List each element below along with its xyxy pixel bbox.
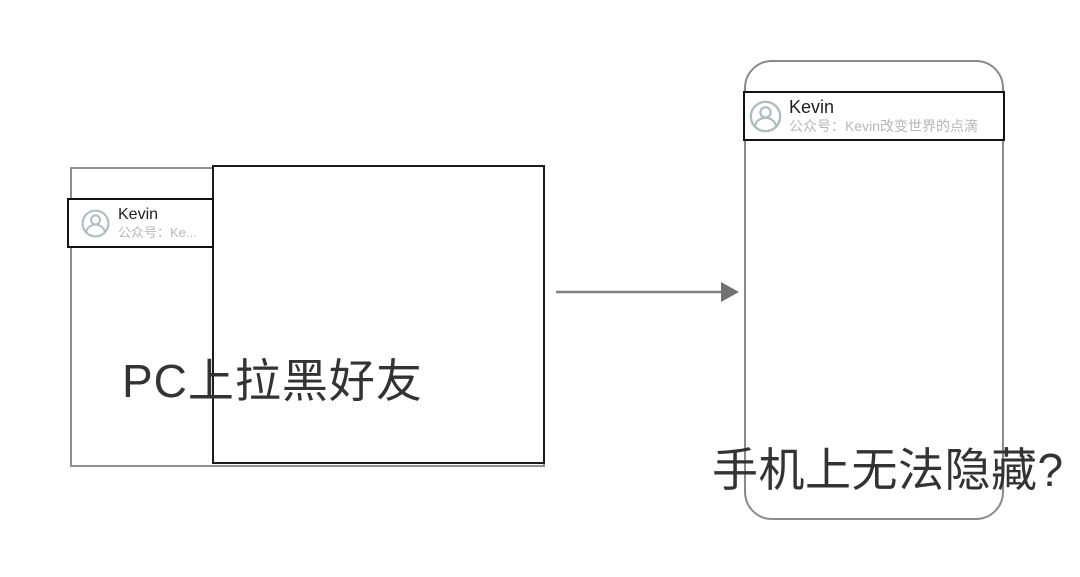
phone-contact-card: Kevin 公众号：Kevin改变世界的点滴 [743, 91, 1005, 141]
pc-chat-window [212, 165, 545, 464]
contact-subtitle: 公众号：Ke... [118, 225, 197, 240]
pc-caption: PC上拉黑好友 [122, 355, 423, 407]
contact-name: Kevin [118, 206, 159, 224]
person-circle-icon [749, 100, 782, 132]
pc-contact-card: Kevin 公众号：Ke... [67, 198, 214, 248]
phone-caption: 手机上无法隐藏? [712, 444, 1064, 496]
pc-contact-text: Kevin 公众号：Ke... [118, 206, 197, 239]
right-arrow-icon [556, 282, 739, 302]
contact-name: Kevin [789, 96, 835, 117]
person-circle-icon [81, 209, 110, 237]
contact-subtitle: 公众号：Kevin改变世界的点滴 [789, 119, 979, 135]
phone-contact-text: Kevin 公众号：Kevin改变世界的点滴 [789, 96, 979, 135]
